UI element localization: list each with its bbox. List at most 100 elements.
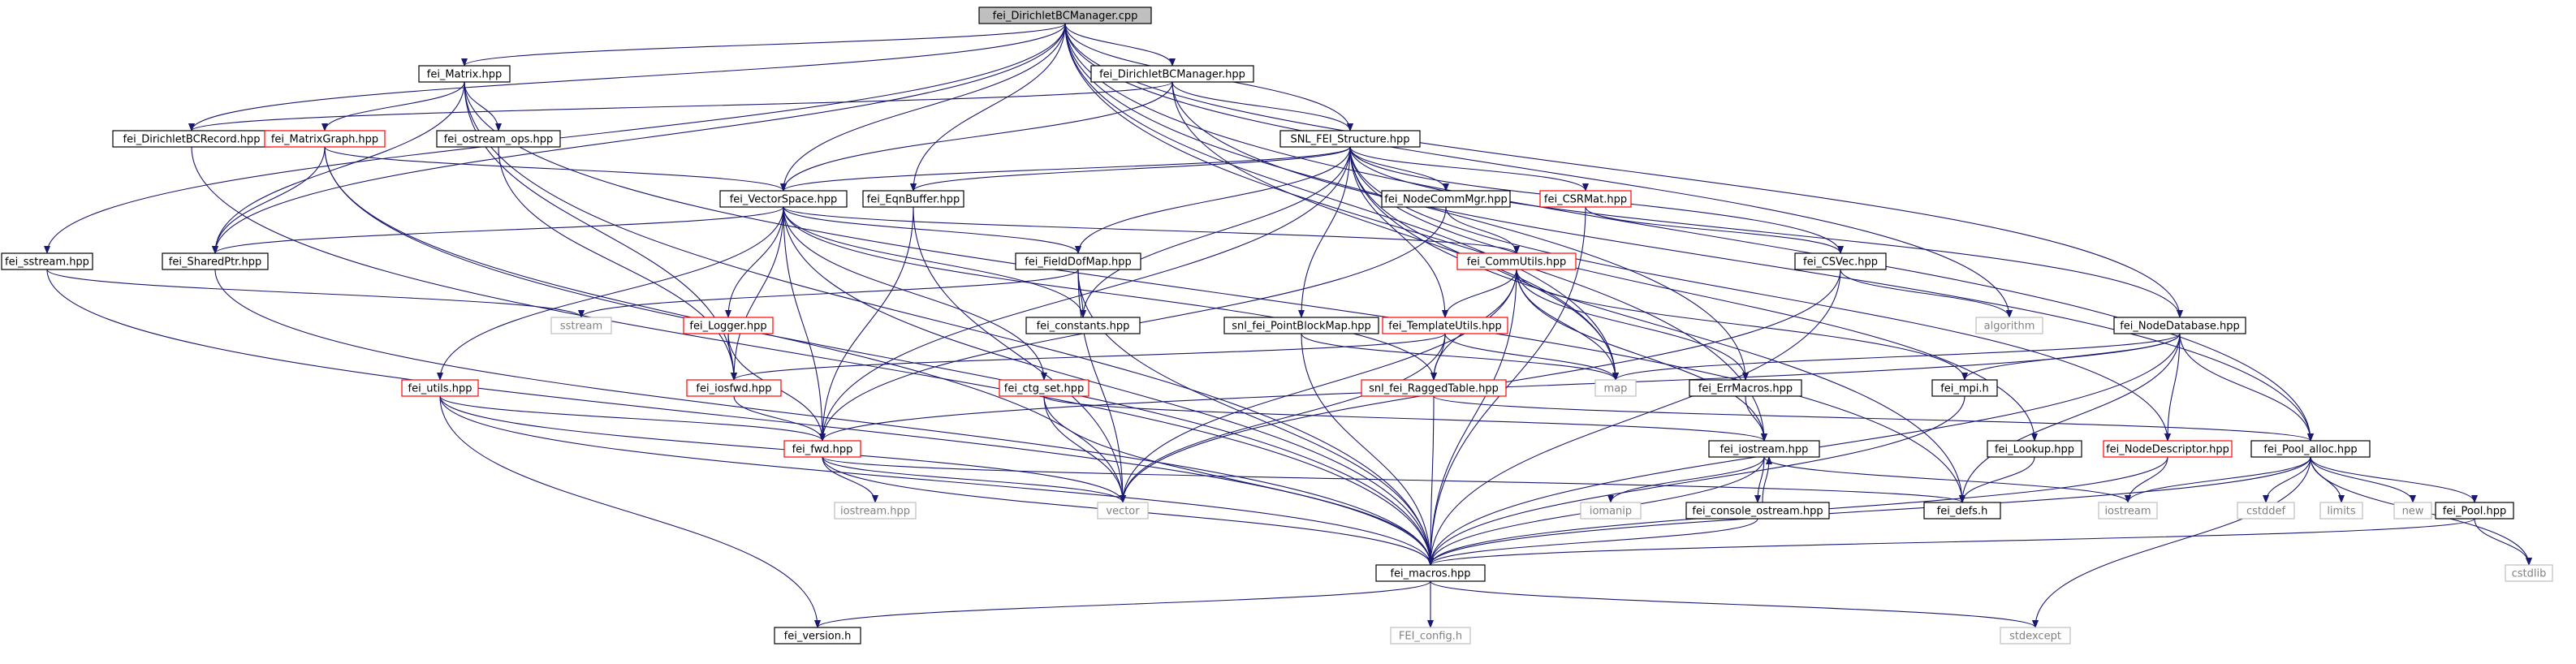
node-box: [1097, 502, 1149, 520]
node-logger[interactable]: fei_Logger.hpp: [683, 317, 774, 334]
edge-pbmap-to-macros: [1301, 333, 1434, 566]
node-lookup[interactable]: fei_Lookup.hpp: [1987, 440, 2082, 458]
edge-lookup-to-defs: [1959, 456, 2035, 503]
node-csvec[interactable]: fei_CSVec.hpp: [1794, 252, 1887, 270]
node-eqnbuf[interactable]: fei_EqnBuffer.hpp: [862, 190, 964, 208]
node-consostream[interactable]: fei_console_ostream.hpp: [1685, 502, 1830, 520]
node-label: fei_NodeDatabase.hpp: [2120, 321, 2240, 333]
edge-dbcmgr_h-to-vecspace: [780, 81, 1173, 192]
node-box: [1708, 440, 1820, 458]
node-box: [1025, 317, 1141, 334]
node-dbcmgr_h[interactable]: fei_DirichletBCManager.hpp: [1090, 65, 1254, 83]
node-box: [1987, 440, 2082, 458]
node-mpi[interactable]: fei_mpi.h: [1931, 379, 1998, 397]
node-poolalloc[interactable]: fei_Pool_alloc.hpp: [2250, 440, 2371, 458]
node-box: [1594, 379, 1637, 397]
node-label: fei_FieldDofMap.hpp: [1025, 257, 1132, 269]
node-label: cstdlib: [2512, 568, 2547, 580]
node-label: fei_MatrixGraph.hpp: [271, 134, 378, 146]
node-macros[interactable]: fei_macros.hpp: [1375, 564, 1486, 582]
node-box: [1381, 190, 1511, 208]
node-label: fei_VectorSpace.hpp: [730, 194, 838, 206]
node-label: snl_fei_RaggedTable.hpp: [1369, 383, 1499, 395]
node-defs[interactable]: fei_defs.h: [1923, 502, 2001, 520]
node-box: [1685, 502, 1830, 520]
edge-matrix-to-iosfwd: [464, 81, 737, 381]
node-ctgset[interactable]: fei_ctg_set.hpp: [999, 379, 1090, 397]
edge-poolalloc-to-cstddef: [2263, 456, 2311, 503]
node-box: [1375, 564, 1486, 582]
node-iosfwd[interactable]: fei_iosfwd.hpp: [686, 379, 782, 397]
node-label: fei_NodeCommMgr.hpp: [1384, 194, 1507, 206]
node-box: [2250, 440, 2371, 458]
node-pool[interactable]: fei_Pool.hpp: [2435, 502, 2514, 520]
node-label: fei_version.h: [784, 631, 852, 643]
edge-utils-to-vector: [439, 395, 1126, 503]
node-commutils[interactable]: fei_CommUtils.hpp: [1456, 252, 1577, 270]
node-box: [719, 190, 848, 208]
edge-fwd-to-iostreamhpp: [822, 456, 878, 503]
edge-vecspace-to-fielddof: [783, 206, 1081, 254]
edge-iostream_h-to-consostream: [1754, 456, 1765, 503]
node-nodecomm[interactable]: fei_NodeCommMgr.hpp: [1381, 190, 1511, 208]
node-fwd[interactable]: fei_fwd.hpp: [783, 440, 861, 458]
node-box: [774, 627, 861, 645]
node-dbcrec[interactable]: fei_DirichletBCRecord.hpp: [112, 130, 271, 148]
node-nodedb[interactable]: fei_NodeDatabase.hpp: [2113, 317, 2246, 334]
node-errmacros[interactable]: fei_ErrMacros.hpp: [1689, 379, 1802, 397]
node-version[interactable]: fei_version.h: [774, 627, 861, 645]
node-box: [401, 379, 479, 397]
node-label: cstddef: [2246, 506, 2286, 518]
node-label: fei_utils.hpp: [408, 383, 472, 395]
edge-commutils-to-mpi: [1516, 269, 1968, 381]
edge-vecspace-to-ctgset: [783, 206, 1047, 381]
node-vecspace[interactable]: fei_VectorSpace.hpp: [719, 190, 848, 208]
node-label: fei_iosfwd.hpp: [696, 383, 771, 395]
edge-fwd-to-defs: [822, 456, 1965, 503]
node-new: new: [2393, 502, 2432, 520]
node-box: [2505, 564, 2553, 582]
node-pbmap[interactable]: snl_fei_PointBlockMap.hpp: [1223, 317, 1379, 334]
node-constants[interactable]: fei_constants.hpp: [1025, 317, 1141, 334]
node-box: [999, 379, 1090, 397]
node-snl_struct[interactable]: SNL_FEI_Structure.hpp: [1279, 130, 1421, 148]
node-stdexcept: stdexcept: [2000, 627, 2071, 645]
node-raggedtab[interactable]: snl_fei_RaggedTable.hpp: [1361, 379, 1507, 397]
node-iomanip: iomanip: [1580, 502, 1642, 520]
node-matgraph[interactable]: fei_MatrixGraph.hpp: [264, 130, 386, 148]
node-fielddof[interactable]: fei_FieldDofMap.hpp: [1015, 252, 1141, 270]
edge-poolalloc-to-stdexcept: [2032, 456, 2311, 628]
edge-snl_struct-to-templ: [1349, 146, 1448, 318]
node-iostream: iostream: [2098, 502, 2158, 520]
node-nodedesc[interactable]: fei_NodeDescriptor.hpp: [2103, 440, 2233, 458]
node-box: [436, 130, 561, 148]
node-iostream_h[interactable]: fei_iostream.hpp: [1708, 440, 1820, 458]
edge-matgraph-to-macros: [324, 146, 1434, 566]
node-box: [2113, 317, 2246, 334]
node-label: iomanip: [1590, 506, 1632, 518]
node-label: fei_defs.h: [1937, 506, 1988, 518]
node-csrmat[interactable]: fei_CSRMat.hpp: [1539, 190, 1632, 208]
node-label: map: [1604, 383, 1628, 395]
edge-commutils-to-templ: [1442, 269, 1517, 318]
node-matrix[interactable]: fei_Matrix.hpp: [418, 65, 511, 83]
node-label: fei_Pool_alloc.hpp: [2263, 444, 2357, 456]
node-sstream_h[interactable]: fei_sstream.hpp: [1, 252, 93, 270]
edge-templ-to-vector: [1120, 333, 1446, 503]
node-root[interactable]: fei_DirichletBCManager.cpp: [978, 6, 1152, 24]
node-box: [2098, 502, 2158, 520]
node-label: iostream.hpp: [840, 506, 910, 518]
node-utils[interactable]: fei_utils.hpp: [401, 379, 479, 397]
node-box: [683, 317, 774, 334]
node-templ[interactable]: fei_TemplateUtils.hpp: [1382, 317, 1508, 334]
node-sharedptr[interactable]: fei_SharedPtr.hpp: [162, 252, 269, 270]
edge-matrix-to-defs: [464, 81, 1965, 503]
node-ostream_ops[interactable]: fei_ostream_ops.hpp: [436, 130, 561, 148]
edge-nodedb-to-nodedesc: [2164, 333, 2181, 442]
edge-root-to-dbcrec: [188, 23, 1066, 132]
node-box: [2393, 502, 2432, 520]
node-box: [1539, 190, 1632, 208]
node-label: SNL_FEI_Structure.hpp: [1290, 134, 1409, 146]
edge-iostream_h-to-iostream: [1763, 456, 2131, 503]
